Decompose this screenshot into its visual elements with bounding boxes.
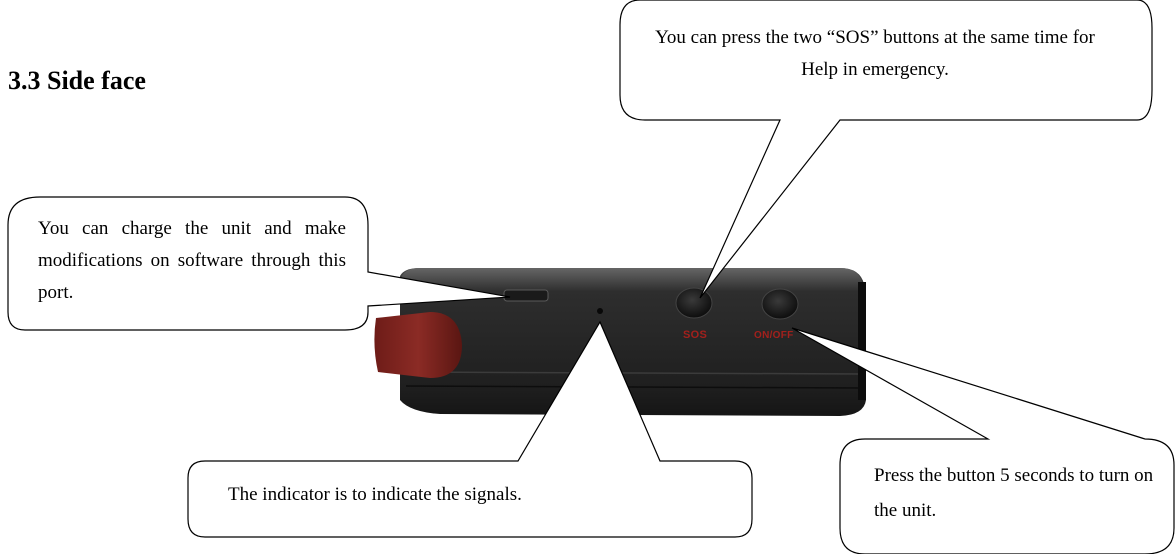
usb-port [504, 290, 548, 301]
power-button-label: ON/OFF [754, 330, 794, 341]
indicator-led [597, 308, 603, 314]
callout-sos-text: You can press the two “SOS” buttons at t… [640, 22, 1110, 86]
red-cap [374, 312, 462, 378]
power-button [762, 289, 798, 319]
callout-port-text: You can charge the unit and make modific… [38, 213, 346, 309]
callout-indicator-text: The indicator is to indicate the signals… [228, 482, 668, 508]
callout-power-text: Press the button 5 seconds to turn on th… [874, 458, 1164, 528]
sos-button-label: SOS [683, 329, 707, 341]
sos-button [676, 288, 712, 318]
